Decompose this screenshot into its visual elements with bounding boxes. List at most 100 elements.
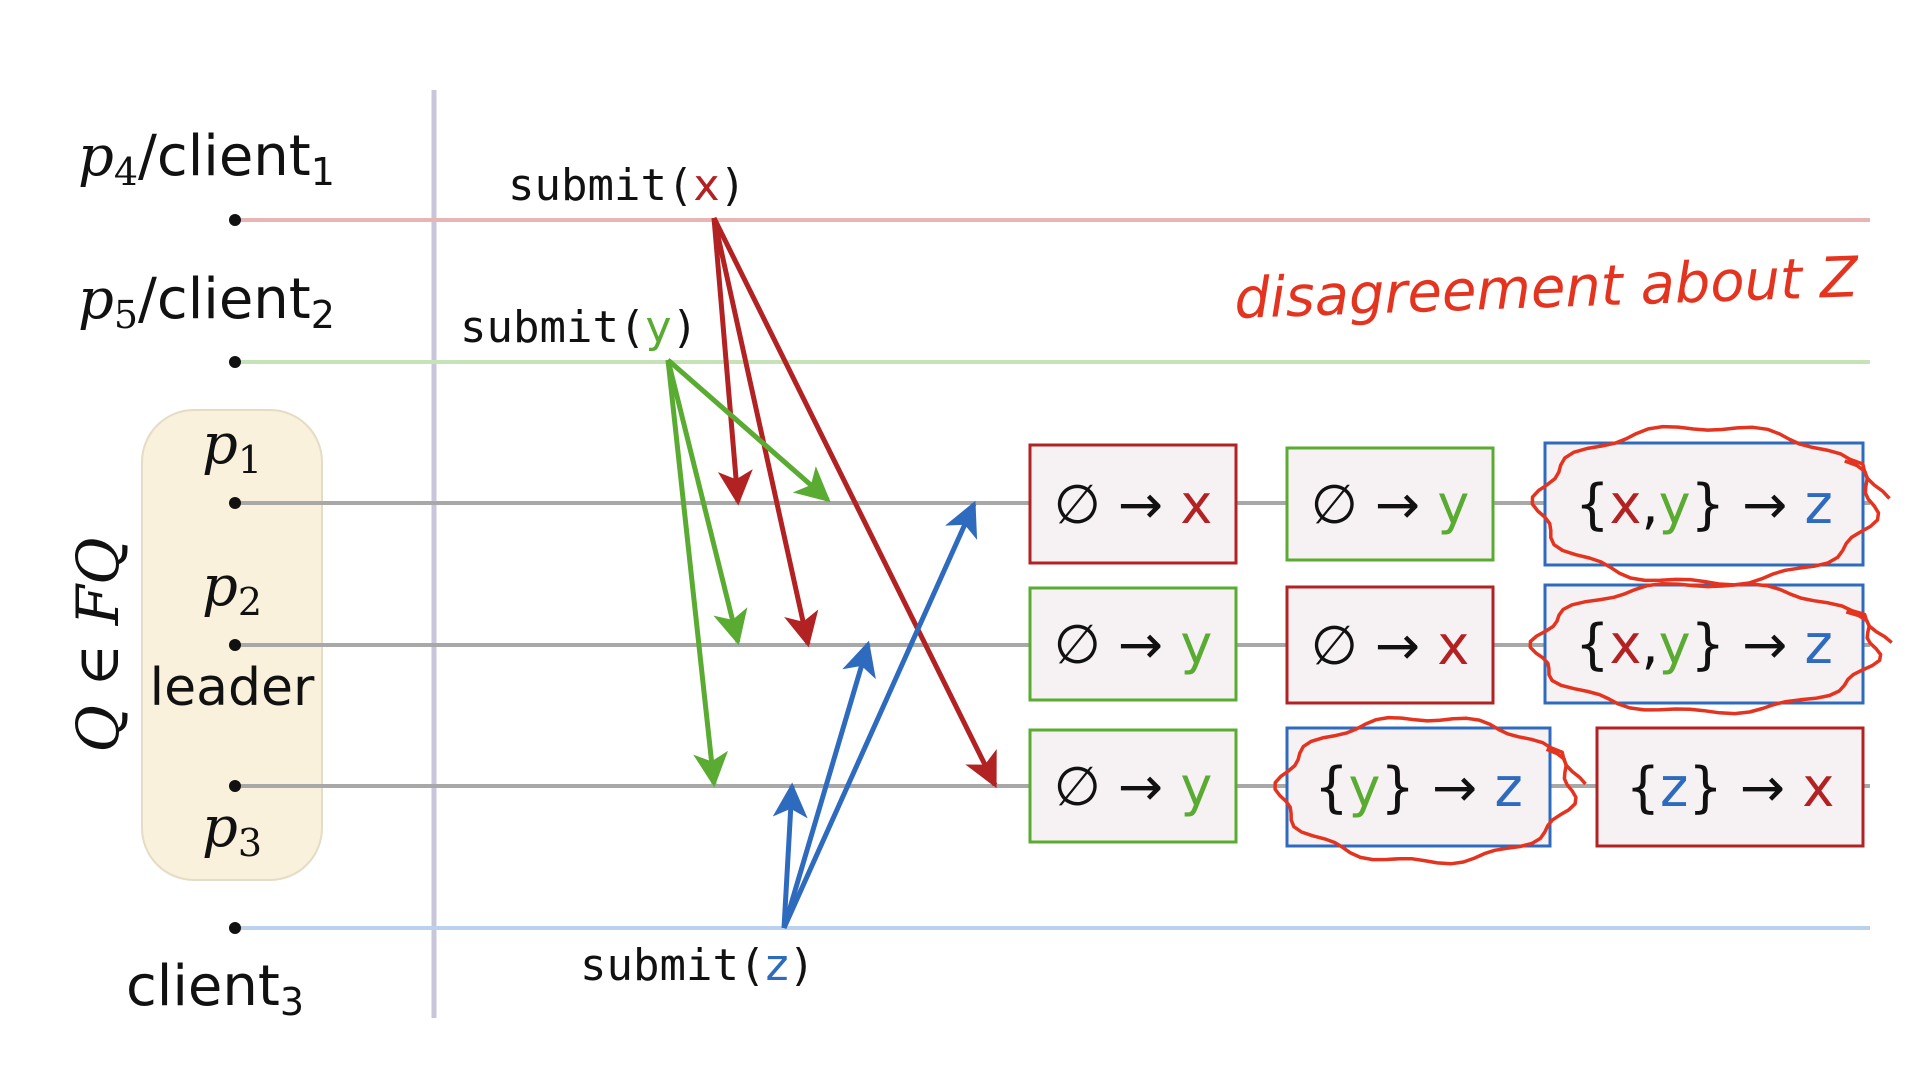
- update-box-p2-1: ∅ → y: [1028, 586, 1238, 702]
- update-box-frame: [1285, 585, 1495, 705]
- submit-fn: submit(: [580, 940, 765, 991]
- update-var-x: x: [1437, 614, 1469, 677]
- process-var: p: [202, 554, 238, 619]
- submit-arg: y: [645, 302, 671, 353]
- update-var-z: z: [1805, 473, 1833, 536]
- message-arrow-x: [711, 216, 998, 789]
- process-dot-p3: [229, 780, 241, 792]
- submit-fn: submit(: [460, 302, 645, 353]
- update-symbol: } →: [1381, 756, 1495, 819]
- update-symbol: {: [1575, 473, 1609, 536]
- update-var-x: x: [1609, 613, 1641, 676]
- update-var-x: x: [1609, 473, 1641, 536]
- update-box-p1-1: ∅ → x: [1028, 443, 1238, 565]
- submit-z-label: submit(z): [580, 940, 815, 991]
- process-dot-p2: [229, 639, 241, 651]
- update-var-x: x: [1802, 756, 1834, 819]
- disagreement-circle-p3: [1273, 715, 1587, 866]
- update-var-y: y: [1349, 756, 1381, 819]
- process-label-p3: p3: [202, 795, 262, 865]
- process-sub: 1: [238, 438, 262, 482]
- process-var: p: [78, 267, 114, 332]
- update-var-y: y: [1659, 473, 1691, 536]
- update-box-text: {x,y} → z: [1575, 613, 1833, 676]
- update-symbol: } →: [1691, 473, 1805, 536]
- update-symbol: ∅ →: [1311, 473, 1438, 536]
- process-dot-p5: [229, 356, 241, 368]
- submit-arg: z: [765, 940, 788, 991]
- update-box-text: ∅ → y: [1054, 755, 1213, 818]
- submit-close: ): [719, 160, 746, 211]
- message-arrow-y: [666, 358, 831, 503]
- message-arrow-y: [665, 359, 748, 646]
- process-suffix-sub: 1: [311, 150, 335, 194]
- update-symbol: {: [1626, 756, 1660, 819]
- process-label-p2: p2: [202, 554, 262, 624]
- process-sub: 4: [114, 150, 138, 194]
- process-label-client3: client3: [126, 954, 304, 1024]
- process-sub: 2: [238, 580, 262, 624]
- submit-close: ): [789, 940, 816, 991]
- update-symbol: {: [1575, 613, 1609, 676]
- update-var-y: y: [1659, 613, 1691, 676]
- process-var: p: [202, 795, 238, 860]
- update-var-z: z: [1660, 756, 1688, 819]
- submit-arg: x: [693, 160, 719, 211]
- update-box-p3-2: {y} → z: [1285, 726, 1552, 848]
- process-suffix: /client: [138, 124, 311, 189]
- update-box-frame: [1543, 583, 1865, 705]
- update-var-z: z: [1805, 613, 1833, 676]
- submit-y-label: submit(y): [460, 302, 698, 353]
- update-box-text: {z} → x: [1626, 756, 1835, 819]
- update-box-p1-2: ∅ → y: [1285, 446, 1495, 562]
- update-box-text: ∅ → x: [1311, 614, 1470, 677]
- disagreement-circle-p1: [1530, 424, 1891, 587]
- message-arrow-x: [711, 217, 753, 506]
- update-box-text: {x,y} → z: [1575, 473, 1833, 536]
- update-box-frame: [1595, 726, 1865, 848]
- update-box-frame: [1285, 446, 1495, 562]
- process-sub: 5: [114, 293, 138, 337]
- update-var-y: y: [1180, 613, 1212, 676]
- process-dot-p1: [229, 497, 241, 509]
- update-symbol: ∅ →: [1311, 614, 1438, 677]
- update-box-p2-3: {x,y} → z: [1543, 583, 1865, 705]
- update-box-text: ∅ → y: [1054, 613, 1213, 676]
- update-var-y: y: [1180, 755, 1212, 818]
- update-box-p3-3: {z} → x: [1595, 726, 1865, 848]
- submit-close: ): [671, 302, 698, 353]
- message-arrow-x: [711, 217, 819, 648]
- update-symbol: } →: [1691, 613, 1805, 676]
- process-sub: 3: [238, 821, 262, 865]
- process-label-p4: p4/client1: [78, 124, 335, 194]
- quorum-label: Q ∈ FQ: [64, 537, 132, 752]
- update-box-frame: [1028, 728, 1238, 844]
- disagreement-circle-p2: [1528, 581, 1893, 716]
- update-symbol: ,: [1641, 473, 1658, 536]
- update-box-p2-2: ∅ → x: [1285, 585, 1495, 705]
- update-box-text: ∅ → x: [1054, 473, 1213, 536]
- annotation-text: disagreement about Z: [1233, 245, 1861, 332]
- update-symbol: } →: [1688, 756, 1802, 819]
- process-dot-client3: [229, 922, 241, 934]
- update-symbol: ∅ →: [1054, 613, 1181, 676]
- update-var-y: y: [1437, 473, 1469, 536]
- process-sub: 3: [280, 980, 304, 1024]
- message-arrow-y: [665, 359, 729, 788]
- update-var-x: x: [1180, 473, 1212, 536]
- update-box-p3-1: ∅ → y: [1028, 728, 1238, 844]
- update-symbol: ∅ →: [1054, 473, 1181, 536]
- process-suffix: /client: [138, 267, 311, 332]
- message-arrow-z: [781, 500, 978, 930]
- submit-x-label: submit(x): [508, 160, 746, 211]
- update-symbol: ∅ →: [1054, 755, 1181, 818]
- leader-label: leader: [150, 658, 315, 718]
- update-symbol: ,: [1641, 613, 1658, 676]
- update-symbol: {: [1314, 756, 1348, 819]
- update-box-frame: [1028, 586, 1238, 702]
- message-arrow-z: [781, 640, 876, 929]
- process-suffix-sub: 2: [311, 293, 335, 337]
- update-box-p1-3: {x,y} → z: [1543, 441, 1865, 567]
